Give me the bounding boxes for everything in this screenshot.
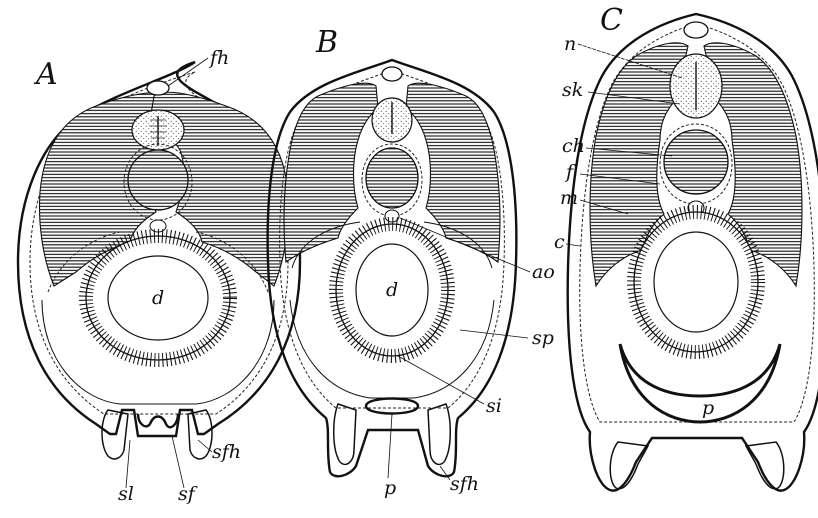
panel-b-chorda bbox=[366, 148, 418, 208]
panel-c-label-m: m bbox=[560, 187, 578, 209]
panel-a-label-sfh: sfh bbox=[212, 441, 241, 463]
panel-c-label-ch: ch bbox=[562, 135, 585, 157]
panel-c-pericardial-cavity bbox=[620, 344, 780, 422]
panel-b-label-sp: sp bbox=[532, 327, 554, 349]
panel-a-chorda bbox=[128, 150, 188, 210]
panel-b-fin-right bbox=[428, 404, 450, 464]
panel-b-fin-left bbox=[334, 404, 356, 464]
panel-c-fin-right bbox=[746, 442, 784, 489]
panel-c-label-p: p bbox=[702, 397, 714, 419]
panel-c: C n sk ch f m c p bbox=[554, 3, 818, 491]
panel-a-label-fh: fh bbox=[208, 47, 229, 69]
panel-c-fin-ray bbox=[684, 22, 708, 38]
panel-c-gut-lumen bbox=[654, 232, 738, 332]
panel-b-label-d: d bbox=[386, 279, 398, 301]
panel-b-label-si: si bbox=[486, 395, 502, 417]
panel-b-label-sfh: sfh bbox=[450, 473, 479, 495]
panel-c-fin-left bbox=[610, 442, 648, 489]
panel-c-letter: C bbox=[600, 3, 623, 38]
panel-c-label-c: c bbox=[554, 231, 565, 253]
panel-b-letter: B bbox=[315, 25, 338, 60]
panel-a-subintestinal-fold bbox=[138, 414, 178, 427]
panel-c-label-n: n bbox=[564, 33, 576, 55]
panel-b-label-p: p bbox=[384, 477, 396, 499]
panel-a-letter: A bbox=[33, 57, 58, 92]
panel-c-label-sk: sk bbox=[562, 79, 583, 101]
panel-a-label-d: d bbox=[152, 287, 164, 309]
panel-b-fin-ray bbox=[382, 67, 402, 81]
panel-b: B d ao sp si p sfh bbox=[268, 25, 555, 499]
panel-a-label-sf: sf bbox=[178, 483, 198, 505]
panel-a: A fh d sfh sl sf bbox=[18, 47, 300, 505]
panel-a-fin-ray bbox=[147, 81, 169, 95]
panel-b-subintestinal-cavity bbox=[366, 399, 418, 414]
panel-b-label-ao: ao bbox=[532, 261, 555, 283]
panel-c-chorda bbox=[664, 130, 728, 194]
